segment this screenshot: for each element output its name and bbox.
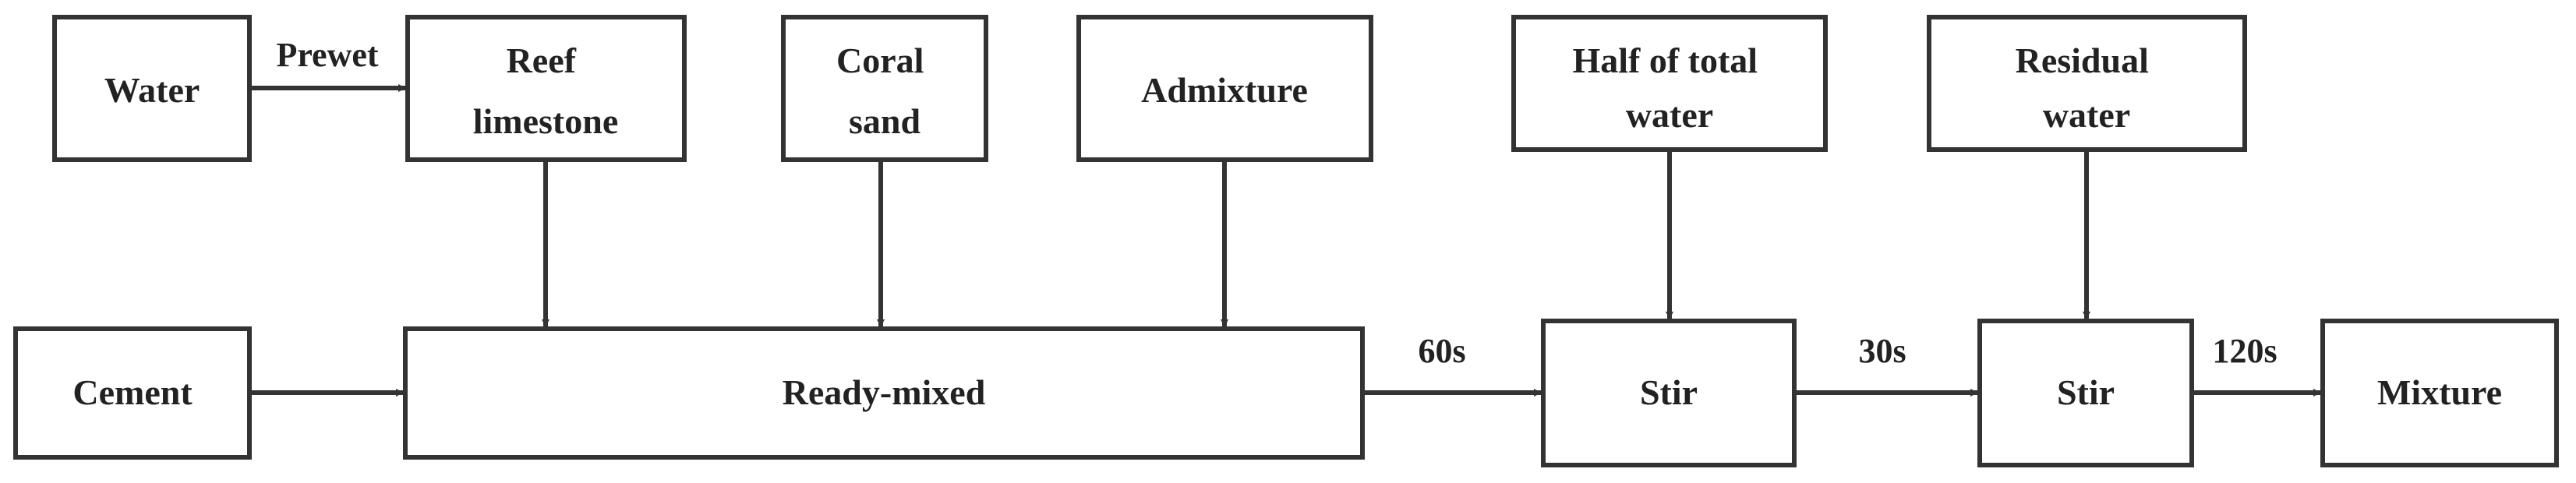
half-of-total-water-label: Half of total water xyxy=(1572,41,1766,135)
water-label: Water xyxy=(104,70,200,110)
ready-mixed-label: Ready-mixed xyxy=(783,372,986,412)
mixture-label: Mixture xyxy=(2377,372,2502,412)
stir-box-2: Stir xyxy=(1977,319,2194,467)
prewet-label: Prewet xyxy=(276,36,378,74)
time-120s-label: 120s xyxy=(2212,332,2277,370)
admixture-label: Admixture xyxy=(1141,70,1308,110)
reef-limestone-label: Reef limestone xyxy=(473,41,619,141)
stir-box-1: Stir xyxy=(1541,319,1797,467)
coral-sand-label: Coral sand xyxy=(836,41,933,141)
mixture-box: Mixture xyxy=(2320,319,2559,467)
residual-water-label: Residual water xyxy=(2016,41,2158,135)
half-of-total-water-box: Half of total water xyxy=(1511,15,1828,152)
water-box: Water xyxy=(52,15,252,162)
time-30s-label: 30s xyxy=(1858,332,1906,370)
stir-label-1: Stir xyxy=(1640,372,1698,412)
admixture-box: Admixture xyxy=(1076,15,1373,162)
reef-limestone-box: Reef limestone xyxy=(405,15,687,162)
residual-water-box: Residual water xyxy=(1927,15,2247,152)
ready-mixed-box: Ready-mixed xyxy=(403,326,1365,460)
stir-label-2: Stir xyxy=(2057,372,2115,412)
coral-sand-box: Coral sand xyxy=(781,15,988,162)
cement-label: Cement xyxy=(72,372,193,412)
time-60s-label: 60s xyxy=(1418,332,1465,370)
cement-box: Cement xyxy=(13,326,252,460)
